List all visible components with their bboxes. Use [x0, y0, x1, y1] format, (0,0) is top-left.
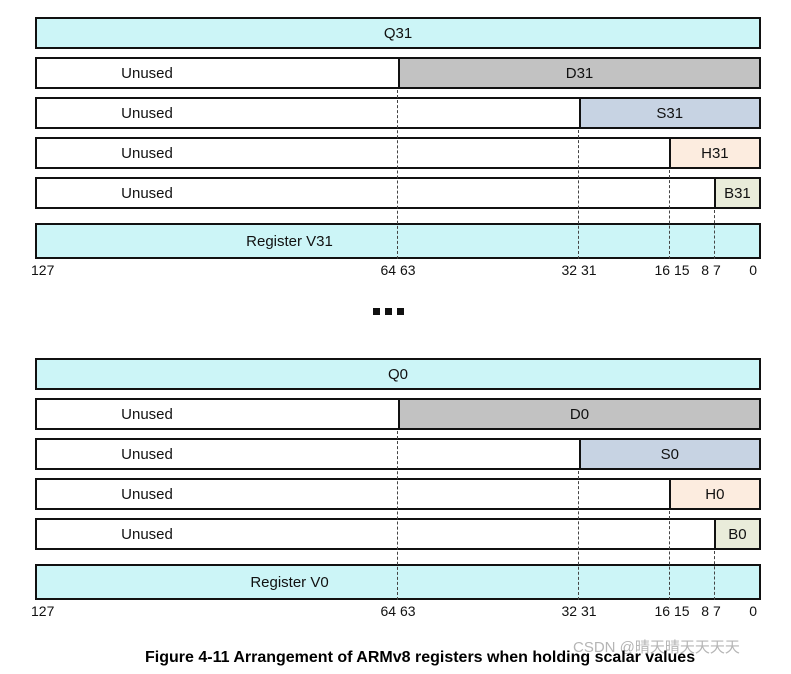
s-register-cell: S31	[578, 99, 759, 127]
v-register-label: Register V31	[246, 232, 333, 250]
v-register-row: Register V0	[35, 564, 761, 600]
dashed-line-bit32	[578, 471, 579, 600]
csdn-watermark: CSDN @晴天晴天天天天	[573, 639, 740, 656]
bit-label-32-31: 32 31	[561, 603, 597, 619]
bit-label-64-63: 64 63	[380, 262, 416, 278]
bit-label-16-15: 16 15	[654, 603, 690, 619]
figure-caption: Figure 4-11 Arrangement of ARMv8 registe…	[145, 649, 696, 666]
h-register-label: H31	[701, 144, 729, 162]
d-register-label: D31	[565, 64, 594, 82]
bit-label-64-63: 64 63	[380, 603, 416, 619]
h-register-row: Unused H0	[35, 478, 761, 510]
register-group-v31: Q31 Unused D31 Unused S31 Unused H31 Unu…	[31, 17, 761, 280]
bit-label-32-31: 32 31	[561, 262, 597, 278]
bit-label-127: 127	[31, 603, 55, 619]
b-register-label: B31	[724, 184, 751, 202]
unused-label: Unused	[121, 184, 173, 202]
d-register-row: Unused D31	[35, 57, 761, 89]
unused-label: Unused	[121, 104, 173, 122]
q-register-label: Q0	[387, 365, 408, 383]
bit-label-127: 127	[31, 262, 55, 278]
ellipsis-dot	[397, 308, 404, 315]
unused-label: Unused	[121, 525, 173, 543]
v-register-label: Register V0	[250, 573, 329, 591]
s-register-cell: S0	[578, 440, 759, 468]
register-group-v0: Q0 Unused D0 Unused S0 Unused H0 Unused …	[31, 358, 761, 621]
d-register-cell: D0	[398, 400, 759, 428]
bit-label-0: 0	[749, 262, 757, 278]
h-register-label: H0	[705, 485, 725, 503]
ellipsis-separator	[373, 308, 404, 315]
bit-scale: 127 64 63 32 31 16 15 8 7 0	[31, 603, 761, 621]
b-register-label: B0	[728, 525, 747, 543]
h-register-cell: H31	[668, 139, 759, 167]
s-register-label: S31	[656, 104, 684, 122]
dashed-line-bit64	[397, 90, 398, 259]
s-register-label: S0	[660, 445, 679, 463]
v-register-row: Register V31	[35, 223, 761, 259]
q-register-label: Q31	[383, 24, 413, 42]
bit-label-16-15: 16 15	[654, 262, 690, 278]
dashed-line-bit8	[714, 210, 715, 259]
dashed-line-bit32	[578, 130, 579, 259]
bit-label-8-7: 8 7	[701, 262, 721, 278]
b-register-cell: B0	[713, 520, 759, 548]
unused-label: Unused	[121, 445, 173, 463]
unused-label: Unused	[121, 405, 173, 423]
d-register-cell: D31	[398, 59, 759, 87]
unused-label: Unused	[121, 64, 173, 82]
h-register-row: Unused H31	[35, 137, 761, 169]
bit-label-0: 0	[749, 603, 757, 619]
s-register-row: Unused S0	[35, 438, 761, 470]
unused-label: Unused	[121, 485, 173, 503]
d-register-row: Unused D0	[35, 398, 761, 430]
bit-label-8-7: 8 7	[701, 603, 721, 619]
ellipsis-dot	[373, 308, 380, 315]
b-register-row: Unused B31	[35, 177, 761, 209]
s-register-row: Unused S31	[35, 97, 761, 129]
b-register-cell: B31	[713, 179, 759, 207]
unused-label: Unused	[121, 144, 173, 162]
q-register-row: Q31	[35, 17, 761, 49]
bit-scale: 127 64 63 32 31 16 15 8 7 0	[31, 262, 761, 280]
dashed-line-bit64	[397, 431, 398, 600]
dashed-line-bit8	[714, 551, 715, 600]
h-register-cell: H0	[668, 480, 759, 508]
b-register-row: Unused B0	[35, 518, 761, 550]
dashed-line-bit16	[669, 170, 670, 259]
dashed-line-bit16	[669, 511, 670, 600]
ellipsis-dot	[385, 308, 392, 315]
q-register-row: Q0	[35, 358, 761, 390]
d-register-label: D0	[569, 405, 590, 423]
